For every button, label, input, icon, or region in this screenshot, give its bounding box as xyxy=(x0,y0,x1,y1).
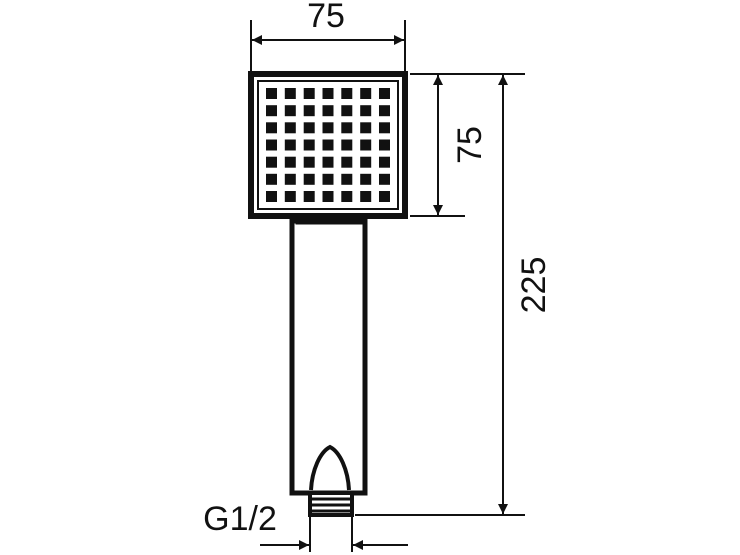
nozzle xyxy=(303,105,315,117)
nozzle xyxy=(360,139,372,151)
nozzle xyxy=(322,139,334,151)
nozzle xyxy=(379,173,390,185)
nozzle xyxy=(266,105,277,117)
nozzle xyxy=(284,105,296,117)
nozzle xyxy=(322,105,334,117)
nozzle xyxy=(341,88,353,99)
shower-head xyxy=(248,71,408,219)
nozzle xyxy=(266,156,277,168)
nozzle xyxy=(379,122,390,134)
shower-head-inner xyxy=(257,80,399,210)
dimension-head-height: 75 xyxy=(410,73,489,217)
nozzle xyxy=(341,105,353,117)
nozzle xyxy=(322,173,334,185)
nozzle xyxy=(303,173,315,185)
nozzle xyxy=(322,156,334,168)
nozzle xyxy=(341,156,353,168)
nozzle xyxy=(266,88,277,99)
dimension-label-head-height: 75 xyxy=(451,126,489,164)
dimension-label-thread: G1/2 xyxy=(203,500,277,538)
nozzle xyxy=(360,122,372,134)
thread-fitting xyxy=(308,491,354,517)
nozzle xyxy=(266,122,277,134)
nozzle xyxy=(379,88,390,99)
nozzle xyxy=(303,156,315,168)
nozzle xyxy=(322,122,334,134)
dimension-total-length: 225 xyxy=(355,73,553,516)
nozzle xyxy=(303,139,315,151)
nozzle xyxy=(341,191,353,202)
nozzle xyxy=(266,139,277,151)
nozzle xyxy=(379,191,390,202)
dimension-thread: G1/2 xyxy=(203,500,408,552)
nozzle xyxy=(284,122,296,134)
nozzle xyxy=(284,139,296,151)
nozzle xyxy=(360,105,372,117)
shower-handle xyxy=(289,218,368,496)
dimension-label-head-width: 75 xyxy=(307,0,345,35)
nozzle xyxy=(266,173,277,185)
nozzle xyxy=(322,191,334,202)
nozzle xyxy=(379,156,390,168)
nozzle xyxy=(360,88,372,99)
nozzle xyxy=(341,122,353,134)
nozzle xyxy=(284,173,296,185)
nozzle xyxy=(303,191,315,202)
nozzle xyxy=(360,173,372,185)
nozzle xyxy=(303,88,315,99)
nozzle xyxy=(322,88,334,99)
nozzle xyxy=(341,173,353,185)
nozzle xyxy=(360,156,372,168)
shower-head-outer xyxy=(248,71,408,219)
nozzle xyxy=(341,139,353,151)
nozzle xyxy=(284,191,296,202)
nozzle xyxy=(284,88,296,99)
nozzle xyxy=(303,122,315,134)
dimension-label-total-length: 225 xyxy=(515,257,553,314)
handle-connector-cone xyxy=(309,444,351,491)
nozzle xyxy=(284,156,296,168)
nozzle-grid xyxy=(266,88,390,202)
nozzle xyxy=(360,191,372,202)
nozzle xyxy=(379,105,390,117)
dimension-head-width: 75 xyxy=(250,0,406,72)
nozzle xyxy=(379,139,390,151)
nozzle xyxy=(266,191,277,202)
